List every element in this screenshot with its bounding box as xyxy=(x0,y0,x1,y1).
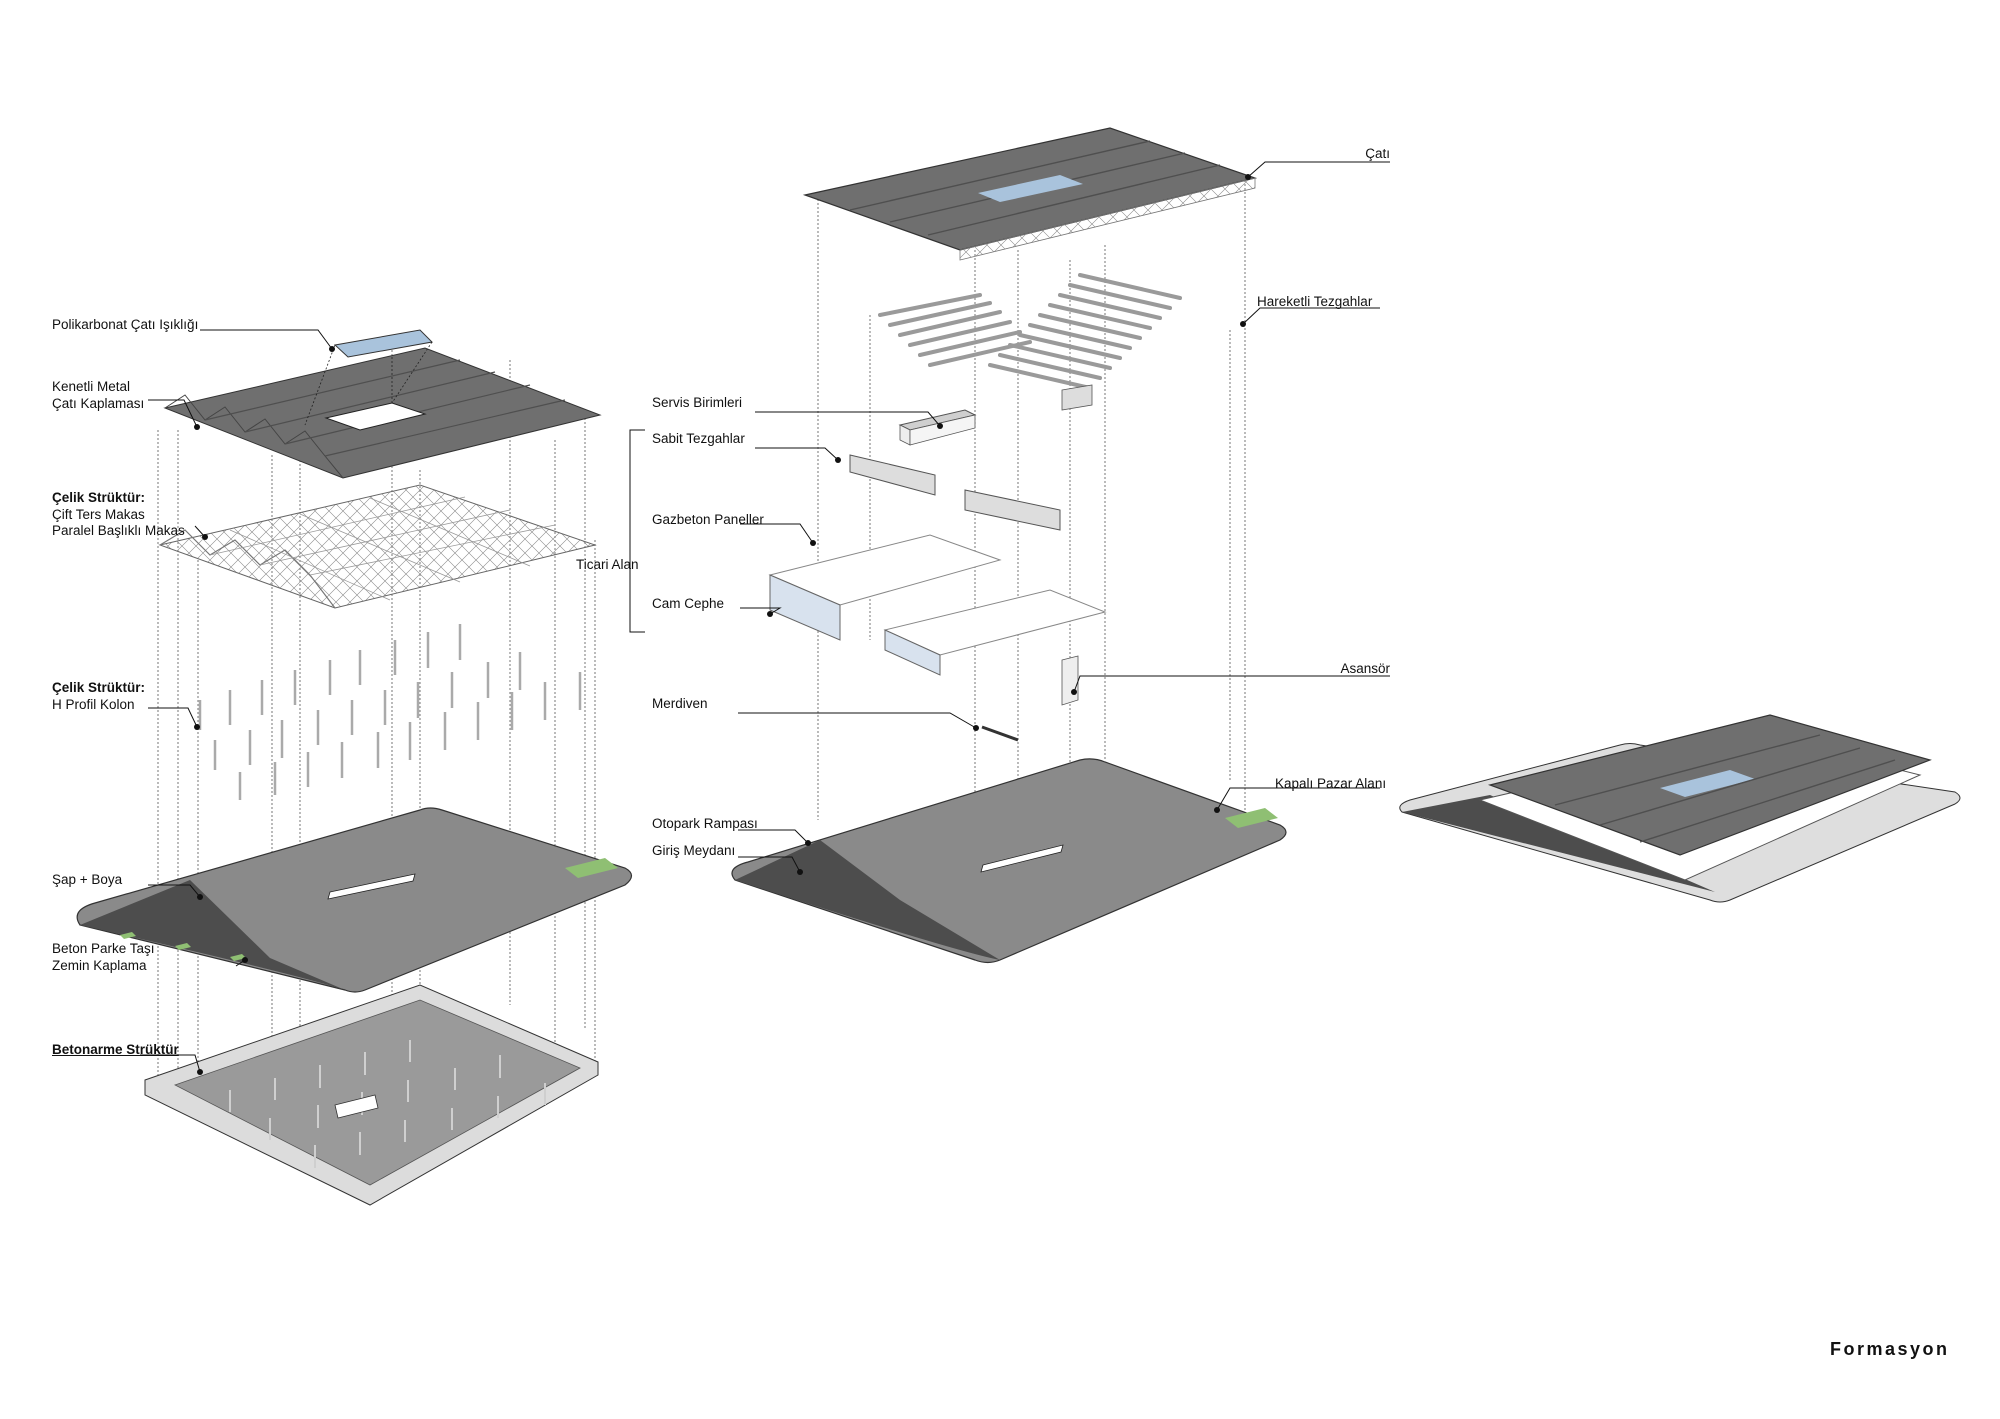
label-ticari-alan: Ticari Alan xyxy=(576,557,639,574)
label-beton-parke: Beton Parke Taşı Zemin Kaplama xyxy=(52,941,155,974)
label-celik-truss: Çelik Strüktür: Çift Ters Makas Paralel … xyxy=(52,490,185,540)
label-beton-line1: Beton Parke Taşı xyxy=(52,941,155,956)
label-celik-columns: Çelik Strüktür: H Profil Kolon xyxy=(52,680,145,713)
label-betonarme: Betonarme Strüktür xyxy=(52,1042,179,1059)
left-concrete-base xyxy=(144,984,599,1206)
left-steel-truss xyxy=(158,484,597,609)
label-celik-truss-title: Çelik Strüktür: xyxy=(52,490,146,505)
left-floor-slab xyxy=(76,807,633,993)
label-merdiven: Merdiven xyxy=(652,696,708,713)
label-kenetli-line1: Kenetli Metal xyxy=(52,379,131,394)
label-sabit: Sabit Tezgahlar xyxy=(652,431,745,448)
label-giris-text: Giriş Meydanı xyxy=(652,843,736,858)
label-beton-line2: Zemin Kaplama xyxy=(52,957,147,973)
label-dots xyxy=(194,174,1251,1075)
label-merdiven-text: Merdiven xyxy=(652,696,708,711)
label-kapali-text: Kapalı Pazar Alanı xyxy=(1275,776,1387,791)
label-sap-text: Şap + Boya xyxy=(52,872,123,887)
label-polikarbonat-text: Polikarbonat Çatı Işıklığı xyxy=(52,317,199,332)
label-celik-truss-line2: Çift Ters Makas xyxy=(52,506,145,522)
label-betonarme-text: Betonarme Strüktür xyxy=(52,1042,179,1057)
assembled-building-view xyxy=(1399,714,1961,903)
label-cam-cephe: Cam Cephe xyxy=(652,596,724,613)
label-otopark: Otopark Rampası xyxy=(652,816,758,833)
label-cam-text: Cam Cephe xyxy=(652,596,725,611)
label-otopark-text: Otopark Rampası xyxy=(652,816,758,831)
label-kenetli-line2: Çatı Kaplaması xyxy=(52,395,145,411)
label-kenetli-metal: Kenetli Metal Çatı Kaplaması xyxy=(52,379,144,412)
label-cati: Çatı xyxy=(1350,146,1390,163)
label-servis-text: Servis Birimleri xyxy=(652,395,743,410)
commercial-glass-boxes xyxy=(768,534,1107,676)
label-leaders xyxy=(140,161,1390,1073)
center-ground-slab xyxy=(731,758,1287,964)
label-sap-boya: Şap + Boya xyxy=(52,872,122,889)
label-servis: Servis Birimleri xyxy=(652,395,742,412)
label-giris: Giriş Meydanı xyxy=(652,843,735,860)
label-celik-columns-line2: H Profil Kolon xyxy=(52,696,135,712)
left-roof-cladding xyxy=(163,329,602,479)
label-asansor-text: Asansör xyxy=(1340,661,1390,676)
brand-wordmark: Formasyon xyxy=(1830,1339,1950,1359)
label-hareketli-text: Hareketli Tezgahlar xyxy=(1257,294,1373,309)
left-grass-patch xyxy=(565,858,618,878)
label-celik-columns-title: Çelik Strüktür: xyxy=(52,680,146,695)
center-roof xyxy=(802,127,1258,261)
left-h-columns xyxy=(198,624,582,800)
label-gazbeton-text: Gazbeton Paneller xyxy=(652,512,764,527)
left-roof-opening xyxy=(324,402,427,431)
assembled-skylight xyxy=(1660,770,1755,797)
label-sabit-text: Sabit Tezgahlar xyxy=(652,431,745,446)
label-gazbeton: Gazbeton Paneller xyxy=(652,512,764,529)
label-cati-text: Çatı xyxy=(1365,146,1390,161)
center-roof-skylight xyxy=(978,175,1083,202)
center-grass-patch xyxy=(1225,808,1278,828)
label-polikarbonat: Polikarbonat Çatı Işıklığı xyxy=(52,317,198,334)
label-ticari-text: Ticari Alan xyxy=(576,557,639,572)
mobile-stalls xyxy=(878,273,1182,390)
label-asansor: Asansör xyxy=(1290,661,1390,678)
left-roof-ridges xyxy=(164,394,344,479)
label-kapali-pazar: Kapalı Pazar Alanı xyxy=(1275,776,1386,793)
service-and-fixed-stalls xyxy=(849,384,1093,706)
label-celik-truss-line3: Paralel Başlıklı Makas xyxy=(52,523,185,538)
label-hareketli: Hareketli Tezgahlar xyxy=(1257,294,1372,311)
stair-element xyxy=(981,725,1019,742)
